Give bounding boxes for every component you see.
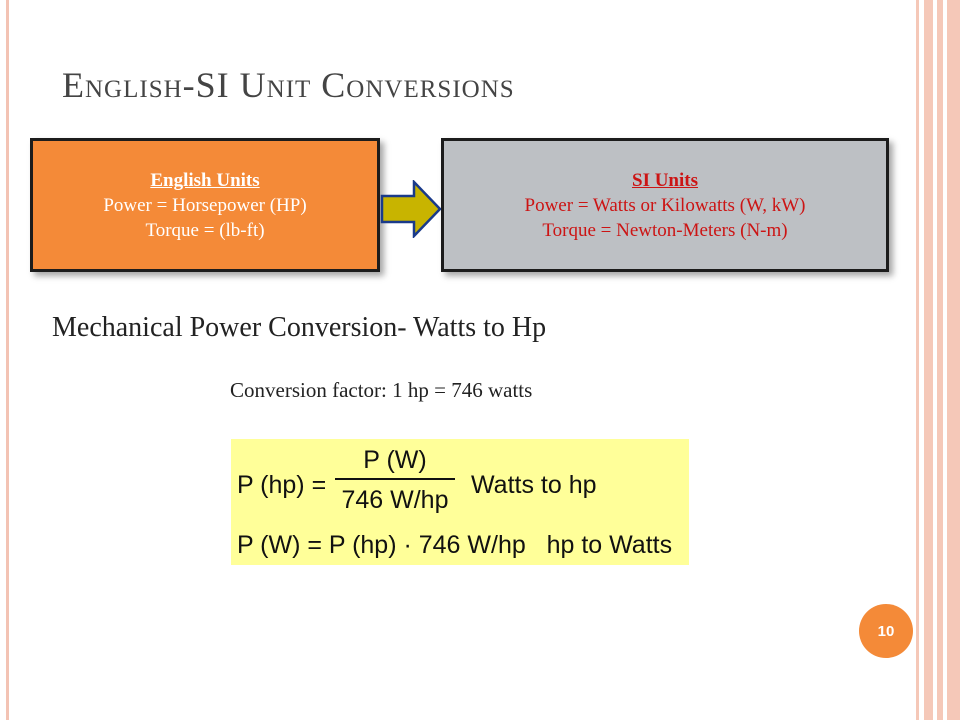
si-power-line: Power = Watts or Kilowatts (W, kW) [524, 194, 806, 216]
english-torque-line: Torque = (lb-ft) [145, 219, 265, 241]
formula2: P (W) = P (hp) · 746 W/hp hp to Watts [237, 531, 673, 559]
si-torque-line: Torque = Newton-Meters (N-m) [542, 219, 788, 241]
section-subtitle: Mechanical Power Conversion- Watts to Hp [52, 312, 547, 343]
slide-title: English-SI Unit Conversions [62, 65, 515, 105]
formula1-numerator: P (W) [363, 446, 427, 474]
formula1-label: Watts to hp [471, 471, 597, 499]
formula1-denominator: 746 W/hp [341, 486, 449, 514]
english-units-heading: English Units [150, 169, 260, 191]
formula-panel: P (hp) = P (W) 746 W/hp Watts to hp P (W… [231, 439, 689, 565]
right-decorative-stripes [916, 0, 960, 720]
english-units-box: English Units Power = Horsepower (HP) To… [30, 138, 380, 272]
page-number-badge: 10 [859, 604, 913, 658]
conversion-factor-text: Conversion factor: 1 hp = 746 watts [230, 378, 533, 402]
si-units-heading: SI Units [632, 169, 698, 191]
right-arrow-icon [380, 180, 442, 238]
formula1-lhs: P (hp) = [237, 471, 327, 499]
left-border-line [6, 0, 9, 720]
formula1-fraction: P (W) 746 W/hp [335, 445, 455, 515]
english-power-line: Power = Horsepower (HP) [103, 194, 307, 216]
fraction-bar [335, 478, 455, 480]
si-units-box: SI Units Power = Watts or Kilowatts (W, … [441, 138, 889, 272]
